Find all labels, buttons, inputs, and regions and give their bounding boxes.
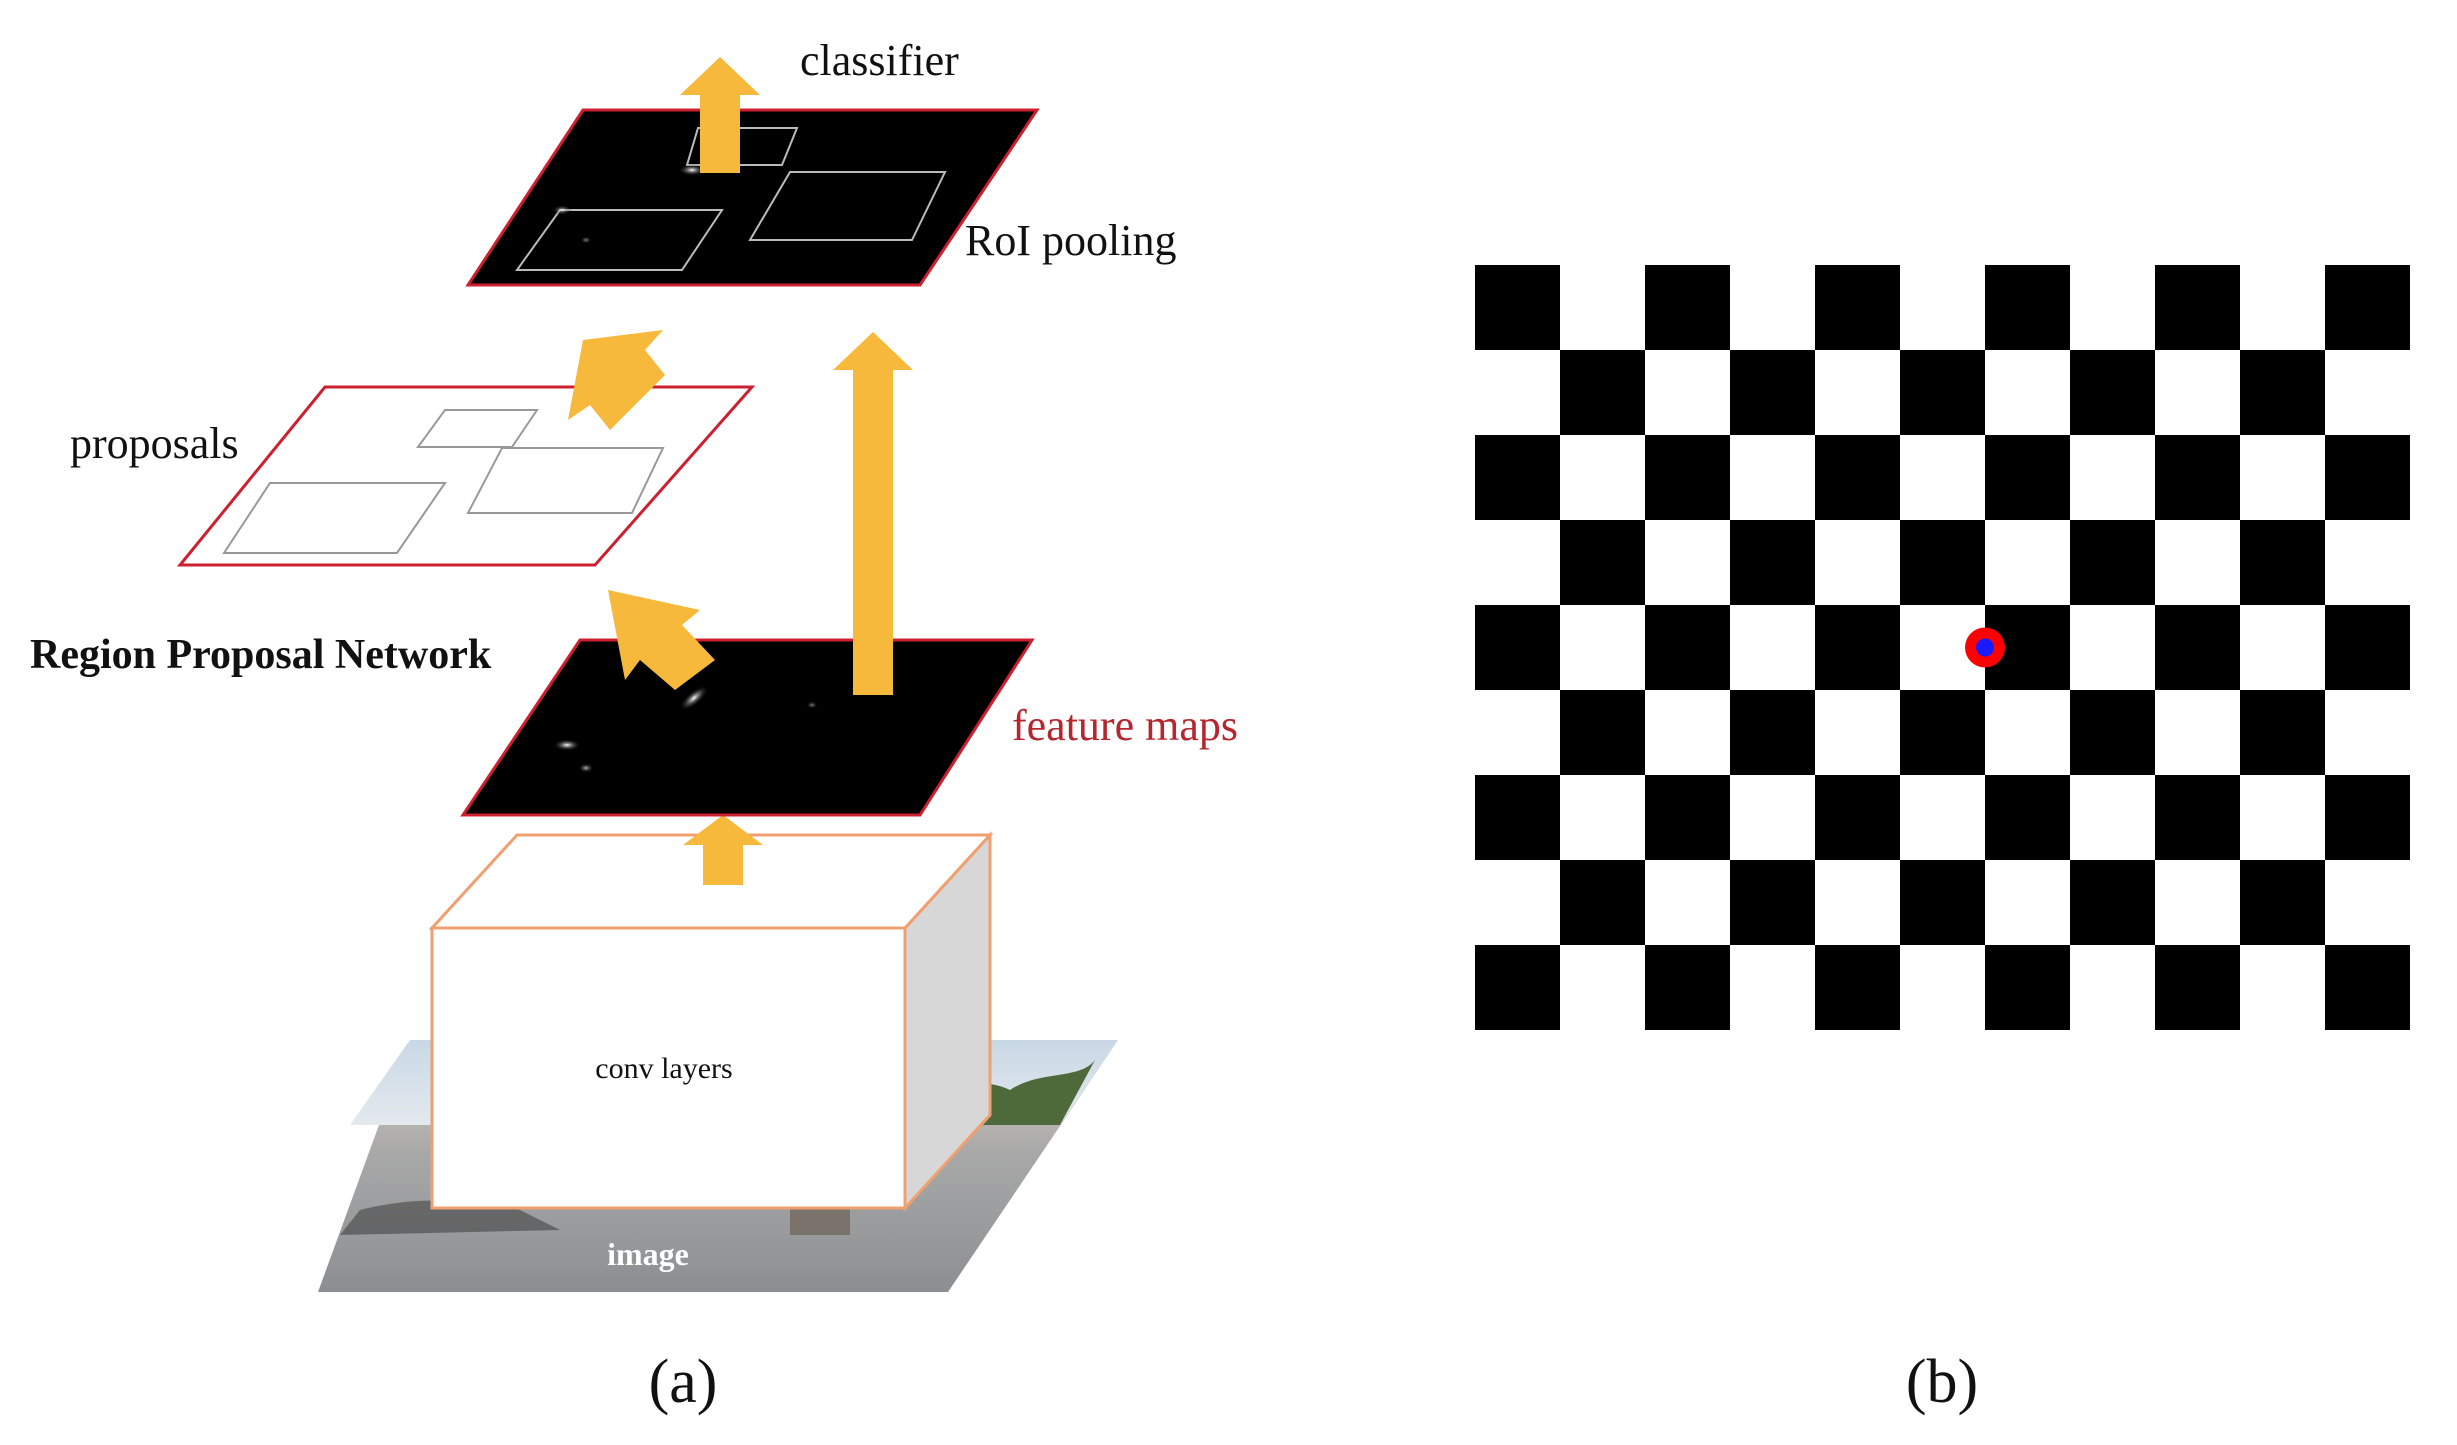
marker-center [1976,638,1994,657]
checker-square [1815,775,1900,860]
arrow-features-to-roi [833,332,913,695]
checker-square [2155,605,2240,690]
checker-square [1475,775,1560,860]
checker-square [1730,350,1815,435]
checker-square [2240,690,2325,775]
checker-square [2070,520,2155,605]
roi-pooling-label: RoI pooling [965,216,1176,265]
checker-square [1900,860,1985,945]
roi-pooling-plane: RoI pooling [465,108,1176,287]
checker-square [1645,775,1730,860]
arrow-to-classifier [680,57,760,173]
arrow-rpn [608,590,715,690]
checker-square [2240,860,2325,945]
checker-square [1815,945,1900,1030]
checker-square [1560,690,1645,775]
checkerboard [1475,265,2410,1030]
checker-square [1900,350,1985,435]
conv-layers-label: conv layers [595,1052,732,1085]
checker-square [1475,435,1560,520]
feature-maps-plane: feature maps [460,638,1238,817]
rpn-label: Region Proposal Network [30,632,492,678]
panel-a: image conv layers feature maps Region Pr… [30,36,1238,1416]
checker-square [1815,265,1900,350]
checker-square [2155,775,2240,860]
checker-square [2070,350,2155,435]
checker-square [1900,690,1985,775]
caption-b: (b) [1906,1348,1978,1416]
checker-square [1645,265,1730,350]
classifier-label: classifier [800,36,959,85]
checker-square [2240,350,2325,435]
checker-square [2325,435,2410,520]
arrow-proposals-to-roi [568,330,665,430]
checker-square [2155,435,2240,520]
checker-square [1475,265,1560,350]
checker-square [1985,265,2070,350]
checker-square [1730,520,1815,605]
checker-square [2325,265,2410,350]
checker-square [1475,945,1560,1030]
proposals-plane: proposals [70,385,756,567]
checker-square [2325,945,2410,1030]
arrow-conv-to-features [683,815,763,885]
checker-square [2070,860,2155,945]
checker-square [1985,945,2070,1030]
checker-square [1730,690,1815,775]
feature-maps-label: feature maps [1012,701,1238,750]
caption-a: (a) [649,1348,718,1416]
checker-square [2070,690,2155,775]
corner-marker [1965,627,2005,668]
checker-square [2155,265,2240,350]
checker-square [1560,350,1645,435]
checker-square [1560,520,1645,605]
checker-square [1900,520,1985,605]
checker-square [2240,520,2325,605]
panel-b: (b) [1475,265,2410,1416]
checker-square [1985,775,2070,860]
checker-square [1730,860,1815,945]
proposals-label: proposals [70,419,239,468]
image-label: image [607,1236,689,1272]
checker-square [1645,435,1730,520]
checker-square [1645,945,1730,1030]
checker-square [2155,945,2240,1030]
checker-square [1985,435,2070,520]
checker-square [2325,775,2410,860]
conv-layers-box: conv layers [428,831,994,1212]
checker-square [1815,435,1900,520]
checker-square [1560,860,1645,945]
checker-square [1645,605,1730,690]
checker-square [1815,605,1900,690]
checker-square [2325,605,2410,690]
checker-square [1475,605,1560,690]
